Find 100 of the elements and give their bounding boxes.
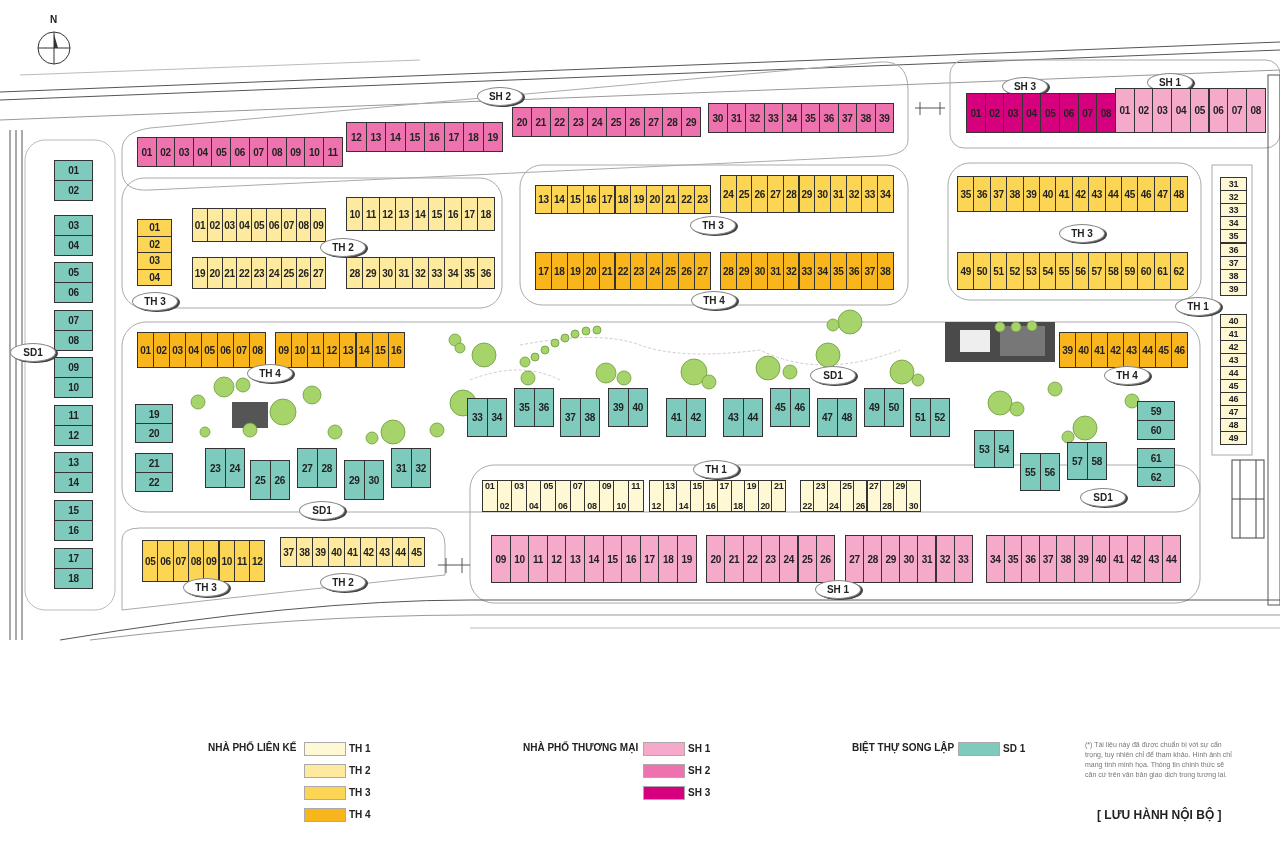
house-lot: 23 xyxy=(694,185,711,214)
house-lot: 31 xyxy=(726,103,746,133)
house-lot: 44 xyxy=(1220,366,1247,380)
house-lot: 29 xyxy=(681,107,701,137)
house-lot: 28 xyxy=(662,107,683,137)
house-lot: 04 xyxy=(54,235,93,256)
house-lot: 11 xyxy=(362,197,380,231)
block-label-oval: SH 1 xyxy=(815,580,861,599)
house-lot: 60 xyxy=(1137,420,1175,440)
category-heading: NHÀ PHỐ THƯƠNG MẠI xyxy=(523,742,639,753)
house-lot: 46 xyxy=(1171,332,1188,368)
block-label-oval: SH 2 xyxy=(477,87,523,106)
legend-label: SH 2 xyxy=(688,765,711,776)
house-lot: 57 xyxy=(1088,252,1106,290)
house-lot: 05 xyxy=(142,540,159,582)
house-lot: 45 xyxy=(1220,379,1247,393)
house-lot: 05 xyxy=(54,262,93,283)
house-lot: 48 xyxy=(836,398,857,437)
house-lot: 05 xyxy=(211,137,231,167)
house-lot: 29 xyxy=(881,535,901,583)
house-lot: 61 xyxy=(1137,448,1175,468)
house-lot: 15 xyxy=(602,535,623,583)
house-lot: 28 xyxy=(863,535,883,583)
house-lot: 03 xyxy=(1152,88,1173,133)
house-lot: 16 xyxy=(444,197,462,231)
house-lot: 13 xyxy=(565,535,585,583)
house-lot: 60 xyxy=(1137,252,1155,290)
house-lot: 12 xyxy=(249,540,266,582)
house-lot: 22 xyxy=(800,480,815,512)
house-lot: 21 xyxy=(135,453,173,473)
house-lot: 32 xyxy=(410,448,431,488)
house-lot: 34 xyxy=(1220,216,1247,231)
house-lot: 39 xyxy=(1074,535,1093,583)
house-lot: 47 xyxy=(817,398,838,437)
house-lot: 20 xyxy=(135,423,173,443)
house-lot: 12 xyxy=(54,425,93,446)
house-lot: 08 xyxy=(584,480,600,512)
block-label-oval: TH 3 xyxy=(690,216,736,235)
house-lot: 09 xyxy=(285,137,306,167)
house-lot: 41 xyxy=(1220,327,1247,341)
house-lot: 36 xyxy=(973,176,991,212)
house-lot: 38 xyxy=(1006,176,1024,212)
house-lot: 19 xyxy=(135,404,173,424)
house-lot: 42 xyxy=(685,398,706,437)
house-lot: 01 xyxy=(966,93,986,133)
house-lot: 30 xyxy=(899,535,919,583)
house-lot: 17 xyxy=(54,548,93,569)
house-lot: 11 xyxy=(628,480,644,512)
house-lot: 36 xyxy=(1021,535,1040,583)
house-lot: 05 xyxy=(251,208,267,242)
legend-label: TH 1 xyxy=(349,743,371,754)
house-lot: 18 xyxy=(658,535,678,583)
house-lot: 56 xyxy=(1039,453,1060,491)
house-lot: 17 xyxy=(639,535,660,583)
house-lot: 40 xyxy=(627,388,648,427)
house-lot: 17 xyxy=(535,252,552,290)
house-lot: 29 xyxy=(344,460,365,500)
house-lot: 31 xyxy=(391,448,412,488)
house-lot: 10 xyxy=(304,137,324,167)
house-lot: 42 xyxy=(1220,340,1247,354)
block-label-oval: TH 3 xyxy=(1059,224,1105,243)
house-lot: 44 xyxy=(1162,535,1181,583)
house-lot: 31 xyxy=(395,257,413,289)
house-lot: 05 xyxy=(1189,88,1210,133)
house-lot: 31 xyxy=(767,252,784,290)
house-lot: 24 xyxy=(587,107,607,137)
house-lot: 50 xyxy=(973,252,991,290)
block-label-oval: TH 2 xyxy=(320,573,366,592)
block-label-oval: SD1 xyxy=(1080,488,1126,507)
house-lot: 40 xyxy=(1220,314,1247,328)
block-label-oval: SD1 xyxy=(810,366,856,385)
house-lot: 46 xyxy=(1137,176,1155,212)
house-lot: 06 xyxy=(1208,88,1229,133)
house-lot: 13 xyxy=(54,452,93,473)
house-lot: 24 xyxy=(720,175,737,213)
house-lot: 41 xyxy=(1109,535,1128,583)
house-lot: 04 xyxy=(192,137,213,167)
house-lot: 08 xyxy=(1245,88,1266,133)
house-lot: 52 xyxy=(929,398,950,437)
block-label-oval: TH 3 xyxy=(132,292,178,311)
house-lot: 07 xyxy=(54,310,93,331)
house-lot: 02 xyxy=(1133,88,1154,133)
house-lot: 13 xyxy=(395,197,413,231)
house-lot: 07 xyxy=(1077,93,1098,133)
house-lot: 34 xyxy=(782,103,802,133)
house-lot: 03 xyxy=(1003,93,1023,133)
house-lot: 13 xyxy=(339,332,357,368)
house-lot: 16 xyxy=(703,480,718,512)
house-lot: 04 xyxy=(1021,93,1042,133)
house-lot: 25 xyxy=(797,535,817,583)
house-lot: 37 xyxy=(861,252,878,290)
house-lot: 43 xyxy=(1144,535,1163,583)
house-lot: 51 xyxy=(910,398,931,437)
house-lot: 48 xyxy=(1220,418,1247,432)
house-lot: 16 xyxy=(54,520,93,541)
house-lot: 37 xyxy=(837,103,857,133)
house-lot: 29 xyxy=(362,257,380,289)
house-lot: 22 xyxy=(742,535,762,583)
house-lot: 27 xyxy=(643,107,664,137)
legend-label: TH 4 xyxy=(349,809,371,820)
